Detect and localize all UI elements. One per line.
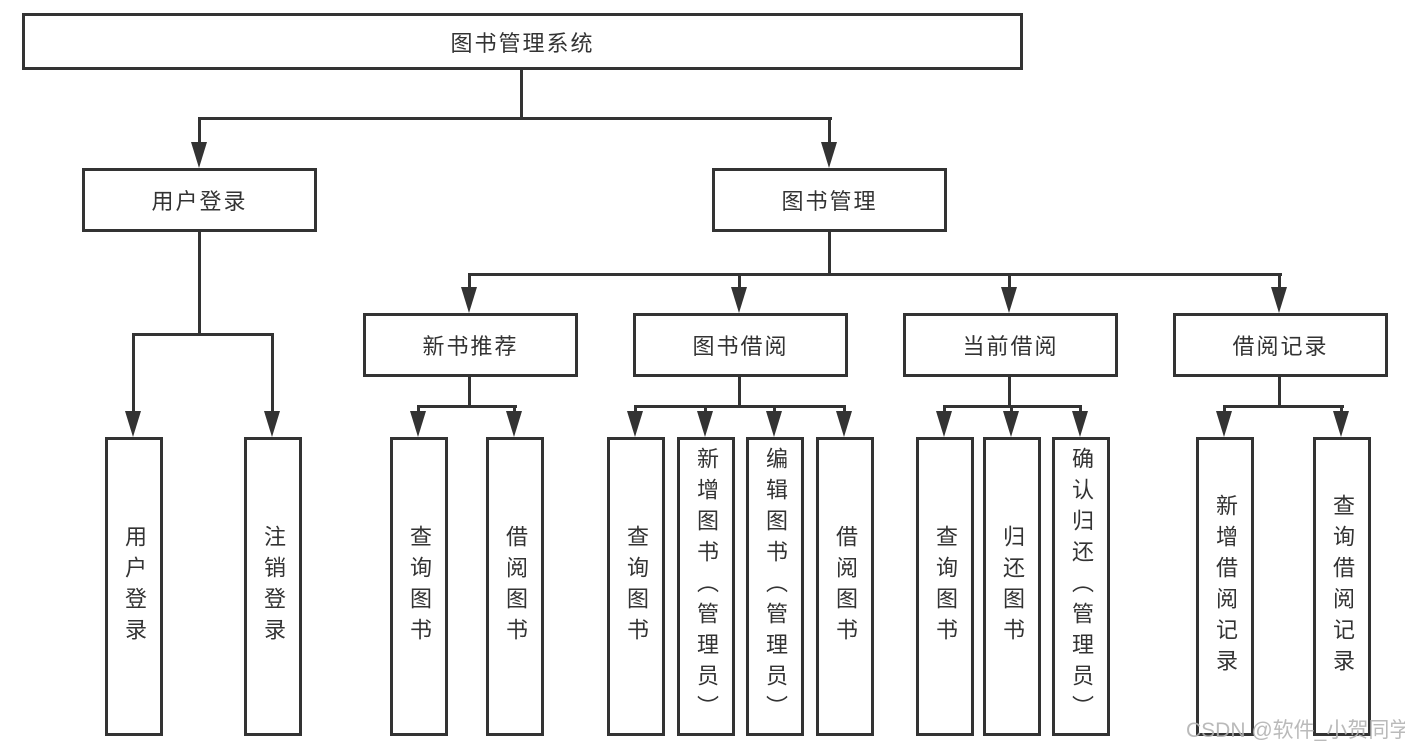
arrowhead-down-icon [1271, 287, 1287, 313]
leaf-br-add-record-label: 新增借阅记录 [1213, 493, 1238, 680]
leaf-cb-query-books: 查询图书 [916, 437, 974, 736]
leaf-cb-confirm-return-admin: 确认归还（管理员） [1052, 437, 1110, 736]
leaf-br-query-record: 查询借阅记录 [1313, 437, 1371, 736]
connector-drop-ul-user-login [132, 333, 135, 413]
node-borrow-records: 借阅记录 [1173, 313, 1388, 377]
leaf-logout: 注销登录 [244, 437, 302, 736]
leaf-logout-label: 注销登录 [261, 524, 286, 649]
leaf-cb-return-books-label: 归还图书 [1000, 524, 1025, 649]
connector-drop-book-mgmt [828, 117, 831, 145]
leaf-cb-confirm-return-admin-label: 确认归还（管理员） [1069, 447, 1094, 726]
arrowhead-down-icon [1333, 411, 1349, 437]
connector-new-book-rec-branch [418, 405, 517, 408]
arrowhead-down-icon [506, 411, 522, 437]
arrowhead-down-icon [936, 411, 952, 437]
arrowhead-down-icon [461, 287, 477, 313]
leaf-nbr-query-books-label: 查询图书 [407, 524, 432, 649]
connector-borrow-records-stub [1278, 377, 1281, 407]
leaf-bb-borrow-books-label: 借阅图书 [833, 524, 858, 649]
connector-drop-cb-return [1010, 405, 1013, 414]
connector-drop-nbr-query [417, 405, 420, 414]
connector-book-borrow-branch [634, 405, 846, 408]
arrowhead-down-icon [125, 411, 141, 437]
arrowhead-down-icon [1003, 411, 1019, 437]
arrowhead-down-icon [821, 142, 837, 168]
leaf-nbr-query-books: 查询图书 [390, 437, 448, 736]
node-current-borrowing-label: 当前借阅 [962, 334, 1059, 359]
leaf-cb-return-books: 归还图书 [983, 437, 1041, 736]
node-book-borrowing: 图书借阅 [633, 313, 848, 377]
leaf-bb-edit-books-admin-label: 编辑图书（管理员） [763, 447, 788, 726]
leaf-bb-query-books-label: 查询图书 [624, 524, 649, 649]
arrowhead-down-icon [410, 411, 426, 437]
leaf-cb-query-books-label: 查询图书 [933, 524, 958, 649]
leaf-bb-add-books-admin-label: 新增图书（管理员） [694, 447, 719, 726]
node-new-book-recommend-label: 新书推荐 [422, 334, 519, 359]
node-root-library-system: 图书管理系统 [22, 13, 1023, 70]
leaf-br-add-record: 新增借阅记录 [1196, 437, 1254, 736]
arrowhead-down-icon [1216, 411, 1232, 437]
connector-drop-bb-query [634, 405, 637, 414]
csdn-watermark: CSDN @软件_小贺同学 [1186, 719, 1405, 742]
node-book-management: 图书管理 [712, 168, 947, 232]
connector-book-borrow-stub [738, 377, 741, 407]
connector-book-mgmt-stub [828, 232, 831, 273]
arrowhead-down-icon [191, 142, 207, 168]
connector-drop-current-borrow [1008, 273, 1011, 289]
connector-drop-bb-borrow [843, 405, 846, 414]
arrowhead-down-icon [731, 287, 747, 313]
arrowhead-down-icon [1001, 287, 1017, 313]
leaf-bb-query-books: 查询图书 [607, 437, 665, 736]
connector-drop-br-add [1223, 405, 1226, 414]
leaf-user-login: 用户登录 [105, 437, 163, 736]
connector-drop-ul-logout [271, 333, 274, 413]
leaf-nbr-borrow-books-label: 借阅图书 [503, 524, 528, 649]
connector-drop-bb-edit [773, 405, 776, 414]
node-new-book-recommend: 新书推荐 [363, 313, 578, 377]
connector-drop-cb-confirm [1079, 405, 1082, 414]
arrowhead-down-icon [264, 411, 280, 437]
node-user-login: 用户登录 [82, 168, 317, 232]
connector-borrow-records-branch [1223, 405, 1344, 408]
connector-user-login-stub [198, 232, 201, 336]
connector-drop-nbr-borrow [513, 405, 516, 414]
leaf-user-login-label: 用户登录 [122, 524, 147, 649]
arrowhead-down-icon [836, 411, 852, 437]
node-borrow-records-label: 借阅记录 [1232, 334, 1329, 359]
arrowhead-down-icon [1072, 411, 1088, 437]
node-book-borrowing-label: 图书借阅 [692, 334, 789, 359]
arrowhead-down-icon [627, 411, 643, 437]
node-user-login-label: 用户登录 [151, 189, 248, 214]
connector-drop-br-query [1340, 405, 1343, 414]
connector-root-branch [198, 117, 832, 120]
node-root-label: 图书管理系统 [450, 30, 595, 56]
leaf-bb-add-books-admin: 新增图书（管理员） [677, 437, 735, 736]
connector-user-login-branch [132, 333, 274, 336]
connector-drop-borrow-records [1278, 273, 1281, 289]
node-book-management-label: 图书管理 [781, 189, 878, 214]
connector-root-stub [520, 70, 523, 117]
connector-book-mgmt-branch [468, 273, 1282, 276]
leaf-bb-edit-books-admin: 编辑图书（管理员） [746, 437, 804, 736]
node-current-borrowing: 当前借阅 [903, 313, 1118, 377]
arrowhead-down-icon [766, 411, 782, 437]
leaf-nbr-borrow-books: 借阅图书 [486, 437, 544, 736]
connector-drop-user-login [198, 117, 201, 145]
connector-drop-bb-add [704, 405, 707, 414]
leaf-bb-borrow-books: 借阅图书 [816, 437, 874, 736]
connector-drop-book-borrow [738, 273, 741, 289]
arrowhead-down-icon [697, 411, 713, 437]
connector-current-borrow-stub [1008, 377, 1011, 407]
connector-drop-cb-query [943, 405, 946, 414]
connector-drop-new-book-rec [468, 273, 471, 289]
connector-new-book-rec-stub [468, 377, 471, 407]
leaf-br-query-record-label: 查询借阅记录 [1330, 493, 1355, 680]
